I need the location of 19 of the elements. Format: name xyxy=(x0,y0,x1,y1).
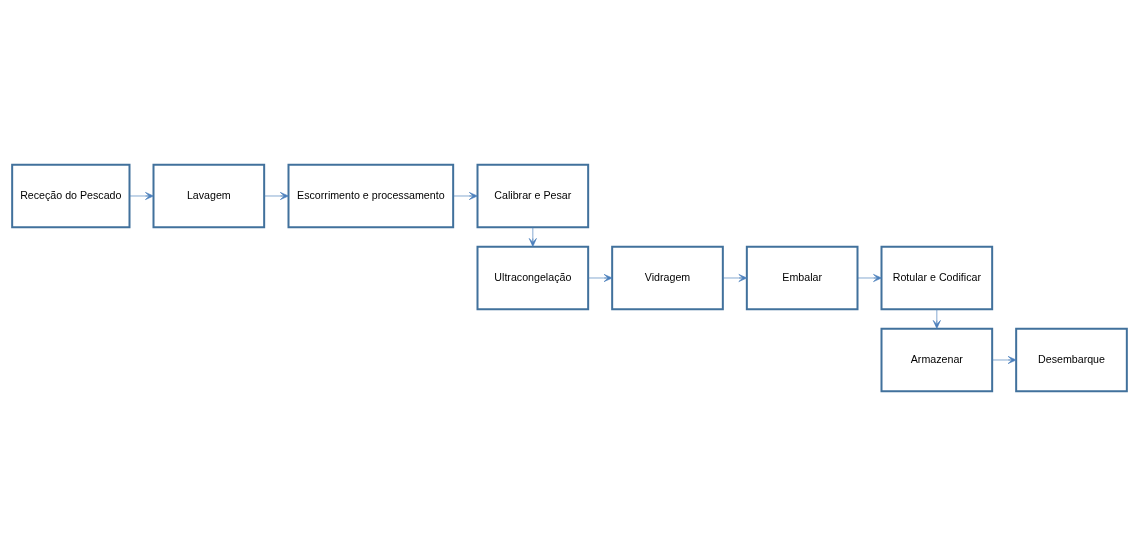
node-box: Calibrar e Pesar xyxy=(476,163,590,229)
arrow xyxy=(263,192,289,200)
arrow xyxy=(528,227,537,247)
node-box: Desembarque xyxy=(1015,327,1128,393)
arrow xyxy=(722,274,748,282)
node-box: Receção do Pescado xyxy=(11,163,131,229)
node-box: Vidragem xyxy=(611,245,724,311)
arrow xyxy=(453,192,478,200)
arrow xyxy=(932,309,941,329)
node-box: Rotular e Codificar xyxy=(880,245,994,311)
node-box: Armazenar xyxy=(880,327,994,393)
arrow xyxy=(992,356,1017,364)
node-box: Ultracongelação xyxy=(476,245,590,311)
arrow xyxy=(129,192,154,200)
node-box: Lavagem xyxy=(152,163,266,229)
node-box: Embalar xyxy=(745,245,859,311)
arrow xyxy=(588,274,613,282)
node-box: Escorrimento e processamento xyxy=(287,163,455,229)
arrow xyxy=(857,274,882,282)
